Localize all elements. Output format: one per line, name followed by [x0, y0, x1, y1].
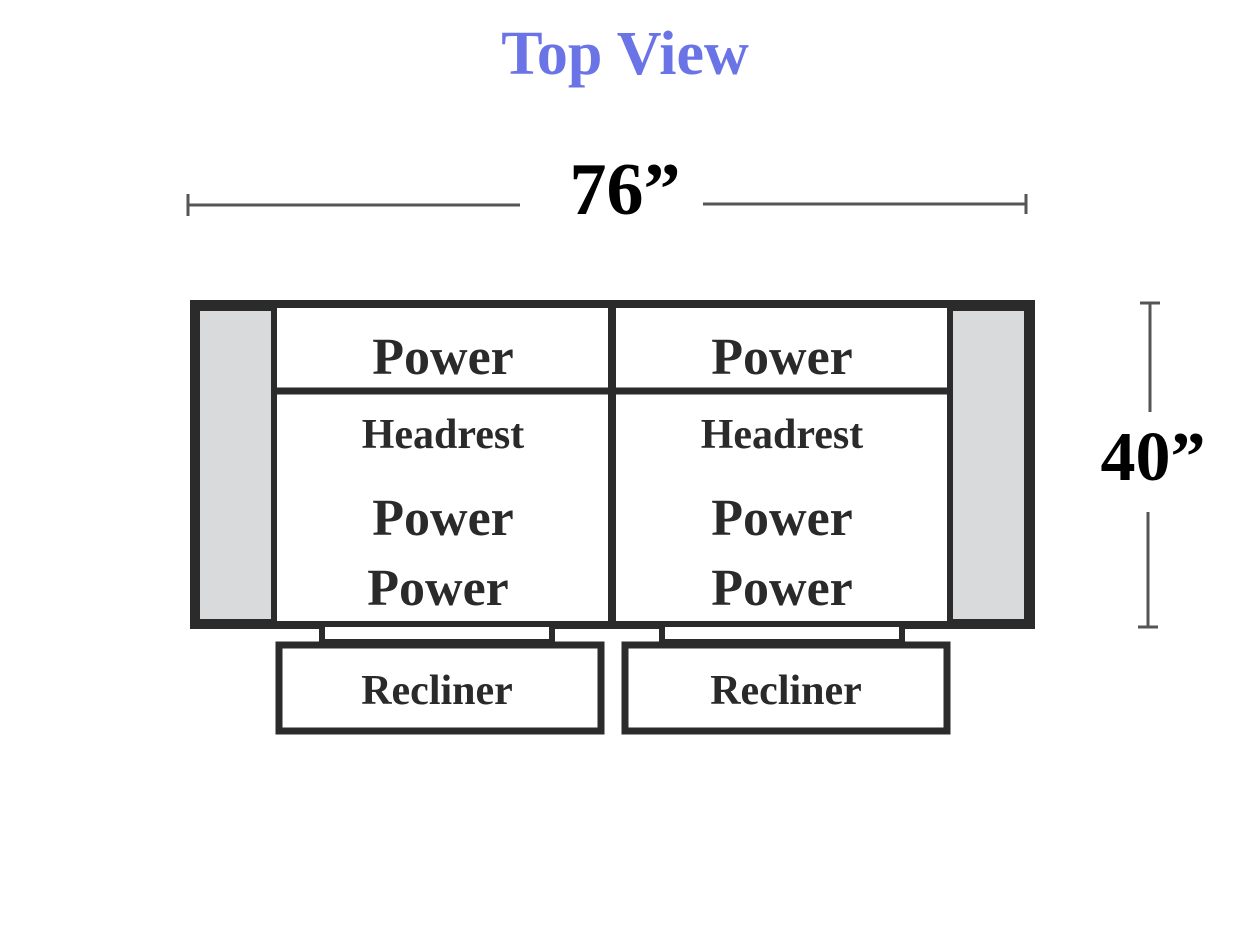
right-seat-label-1: Power — [711, 490, 853, 547]
left-back-label: Power — [372, 329, 514, 386]
width-dimension-line — [186, 194, 1028, 216]
left-arm — [194, 305, 277, 625]
right-footrest-label: Recliner — [710, 668, 862, 714]
right-footrest — [621, 641, 951, 735]
left-footrest-connector — [319, 621, 555, 645]
depth-dimension-label: 40” — [1100, 419, 1206, 496]
left-seat-label-1: Power — [372, 490, 514, 547]
right-arm — [947, 305, 1030, 625]
width-dimension-label: 76” — [569, 149, 681, 231]
left-headrest-label: Headrest — [361, 412, 525, 458]
right-seat-label-2: Power — [711, 560, 853, 617]
diagram-title: Top View — [501, 20, 749, 88]
right-headrest-label: Headrest — [700, 412, 864, 458]
right-back-label: Power — [711, 329, 853, 386]
left-footrest-label: Recliner — [361, 668, 513, 714]
depth-dimension-line — [1138, 301, 1160, 629]
left-footrest — [275, 641, 605, 735]
right-footrest-connector — [659, 621, 905, 645]
left-seat-label-2: Power — [367, 560, 509, 617]
